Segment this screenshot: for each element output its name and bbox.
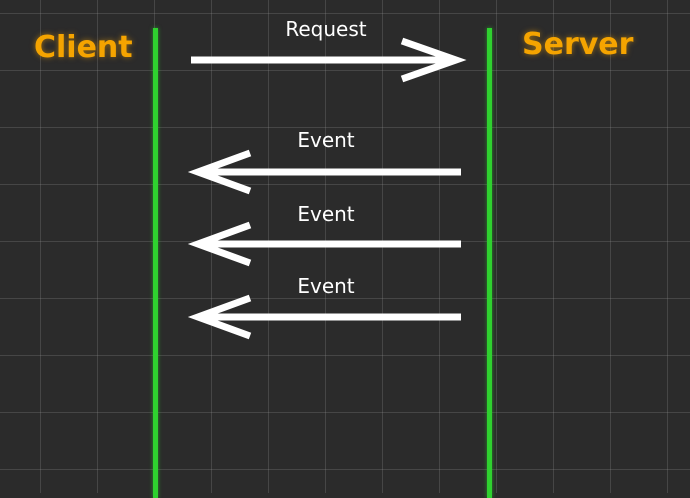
client-label: Client [34, 30, 133, 65]
event-arrow-3 [187, 294, 461, 340]
server-lifeline [487, 28, 492, 498]
message-label-request: Request [285, 17, 367, 41]
request-arrow [191, 37, 467, 83]
event-arrow-1 [187, 149, 461, 195]
server-label: Server [522, 27, 634, 62]
message-label-event-1: Event [297, 128, 355, 152]
client-lifeline [153, 28, 158, 498]
event-arrow-2 [187, 221, 461, 267]
message-label-event-2: Event [297, 202, 355, 226]
message-label-event-3: Event [297, 274, 355, 298]
